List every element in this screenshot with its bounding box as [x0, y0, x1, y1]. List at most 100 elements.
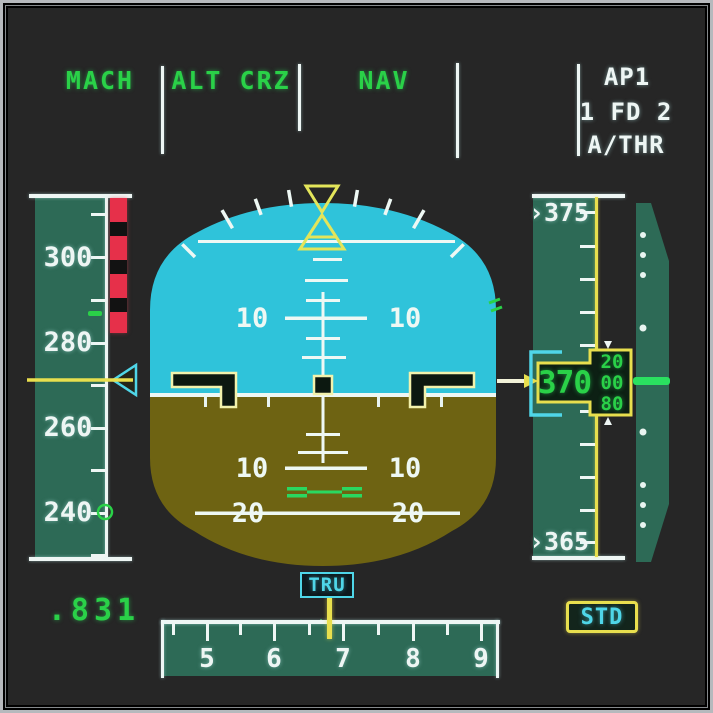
aircraft-wing-right: [408, 371, 476, 409]
fma-divider-3: [456, 63, 459, 158]
vertical-speed-dots: [639, 232, 647, 528]
speed-tick: [91, 299, 106, 302]
fma-speed-mode: MACH: [65, 65, 135, 95]
heading-tick-minor: [239, 624, 242, 635]
heading-tape-left-border: [161, 620, 164, 678]
pitch-line-up10: [285, 316, 367, 320]
heading-label-5: 5: [199, 644, 215, 674]
mach-readout: .831: [47, 592, 141, 628]
fma-fd-status: 1 FD 2: [579, 98, 673, 126]
speed-label-240: 240: [43, 496, 93, 528]
altitude-tick: [580, 443, 595, 446]
heading-tick-minor: [172, 624, 175, 635]
selected-altitude-bracket: [529, 350, 562, 417]
speed-vmo-barber-pole: [110, 198, 127, 333]
bank-scale: [181, 189, 465, 259]
pitch-label: 20: [392, 498, 425, 529]
fma-lateral-mode: NAV: [358, 65, 410, 95]
speed-tick: [91, 384, 106, 387]
pitch-line-down10: [285, 466, 367, 470]
speed-tick: [91, 342, 106, 345]
speed-label-300: 300: [43, 241, 93, 273]
heading-label-9: 9: [473, 644, 489, 674]
bank-index-triangle: [303, 184, 341, 215]
altitude-label-arrow: ›: [528, 526, 544, 556]
altitude-tick: [580, 509, 595, 512]
fma-athr-status: A/THR: [587, 131, 665, 159]
heading-tick-major: [480, 624, 483, 641]
green-dot-speed-marker: [96, 503, 114, 521]
vertical-speed-needle: [633, 377, 670, 385]
aircraft-wing-left: [170, 371, 238, 409]
speed-tape-bottom-border: [29, 557, 132, 561]
altitude-readout-box: [536, 348, 633, 417]
horizon-tick: [267, 397, 270, 407]
altitude-box-notch-top: [604, 341, 612, 349]
altitude-tape-bottom-border: [532, 556, 625, 560]
speed-label-260: 260: [43, 411, 93, 443]
altitude-tick: [580, 245, 595, 248]
altitude-drum-above: 20: [600, 350, 624, 373]
fma-divider-4: [577, 64, 580, 156]
altitude-tick: [580, 278, 595, 281]
pitch-dash: [313, 258, 342, 261]
pitch-line-up20: [198, 240, 455, 243]
pitch-line-down20: [195, 511, 460, 515]
horizon-tick: [440, 397, 443, 407]
altitude-tick: [580, 410, 595, 413]
heading-ref-flag: TRU: [300, 572, 354, 598]
speed-tick: [91, 256, 106, 259]
pitch-minor-tick: [298, 451, 348, 454]
pitch-label: 10: [389, 453, 422, 484]
green-edge-mark: [490, 305, 503, 313]
horizon-tick: [204, 397, 207, 407]
speed-tick: [91, 427, 106, 430]
aircraft-center-square: [312, 374, 334, 396]
heading-lubber-line: [327, 597, 332, 639]
speed-tick: [91, 469, 106, 472]
heading-label-8: 8: [405, 644, 421, 674]
pitch-minor-tick: [306, 433, 340, 436]
speed-tape-top-border: [29, 194, 132, 198]
fma-divider-2: [298, 64, 301, 131]
heading-tick-major: [342, 624, 345, 641]
altitude-current-hundreds: 370: [538, 365, 592, 401]
heading-label-7: 7: [335, 644, 351, 674]
baro-mode-box: STD: [566, 601, 638, 633]
pitch-label: 10: [236, 453, 269, 484]
pitch-minor-tick: [306, 299, 340, 302]
altitude-drum-current: 00: [600, 371, 624, 394]
fma-divider-1: [161, 66, 164, 154]
altitude-tick: [580, 311, 595, 314]
altitude-tick: [580, 344, 595, 347]
altitude-box-notch-bottom: [604, 417, 612, 425]
altitude-label-365: ›365: [528, 526, 590, 556]
altitude-tick: [580, 476, 595, 479]
pitch-dash: [305, 279, 348, 282]
pitch-label: 10: [389, 303, 422, 334]
fma-ap-status: AP1: [603, 63, 651, 91]
fma-vertical-mode: ALT CRZ: [171, 65, 291, 95]
attitude-indicator: 10 10 10 10 20 20: [150, 184, 496, 566]
heading-tick-minor: [308, 624, 311, 635]
heading-tape-right-border: [496, 620, 499, 678]
pitch-label: 10: [236, 303, 269, 334]
speed-label-280: 280: [43, 326, 93, 358]
altitude-tape-top-border: [532, 194, 625, 198]
heading-label-6: 6: [266, 644, 282, 674]
flight-path-symbol: [287, 487, 362, 498]
speed-trend-dash: [88, 311, 102, 316]
pitch-minor-tick: [306, 337, 340, 340]
altitude-drum-below: 80: [600, 392, 624, 415]
heading-tick-major: [206, 624, 209, 641]
speed-tape-edge-line: [105, 197, 108, 557]
altitude-tick: [580, 211, 595, 214]
altitude-label-arrow: ›: [528, 197, 544, 227]
altitude-label-375: ›375: [528, 197, 590, 227]
horizon-tick: [377, 397, 380, 407]
heading-tick-major: [273, 624, 276, 641]
heading-tick-minor: [377, 624, 380, 635]
altitude-tick: [580, 541, 595, 544]
speed-tick: [91, 213, 106, 216]
